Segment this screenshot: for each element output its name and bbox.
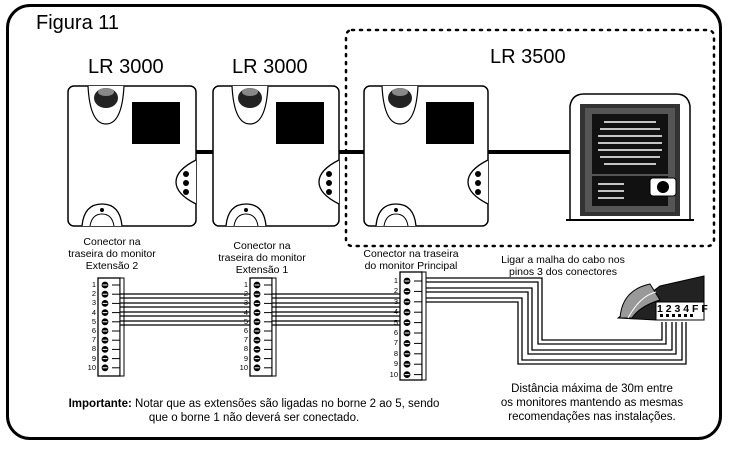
pin-number-principal: 5 xyxy=(393,317,398,327)
model-label-extension-2: LR 3000 xyxy=(88,56,164,78)
monitor-extension-1 xyxy=(212,85,340,227)
panel-kit-dotted-boundary xyxy=(344,28,716,248)
monitor-principal xyxy=(363,85,489,227)
door-panel-lr3500 xyxy=(566,93,694,221)
important-label: Importante: xyxy=(68,398,132,410)
pin-number-ext2: 9 xyxy=(91,353,96,363)
connector-label-extension-2: Conector na traseira do monitor Extensão… xyxy=(68,236,156,272)
pin-number-principal: 7 xyxy=(393,338,398,348)
pin-number-ext1: 4 xyxy=(243,307,248,317)
pin-number-ext2: 1 xyxy=(91,280,96,289)
terminal-block-extension-1 xyxy=(249,277,277,377)
distance-note: Distância máxima de 30m entre os monitor… xyxy=(500,383,684,423)
pin-number-principal: 1 xyxy=(393,276,398,285)
pin-number-ext2: 2 xyxy=(91,289,96,299)
monitor-extension-2 xyxy=(67,85,197,227)
pin-number-principal: 8 xyxy=(393,348,398,358)
connector-label-principal: Conector na traseira do monitor Principa… xyxy=(363,248,459,272)
pin-number-principal: 6 xyxy=(393,328,398,337)
pin-number-ext2: 8 xyxy=(91,344,96,354)
pin-number-ext1: 8 xyxy=(243,344,248,354)
cable-shield-note: Ligar a malha do cabo nos pinos 3 dos co… xyxy=(501,254,625,278)
pin-number-ext2: 4 xyxy=(91,307,96,317)
pin-number-ext1: 10 xyxy=(239,362,248,372)
pin-number-ext2: 3 xyxy=(91,298,96,308)
panel-plug-connector xyxy=(616,275,705,321)
figure-frame xyxy=(6,4,722,440)
pin-number-ext2: 7 xyxy=(91,335,96,345)
pin-number-ext1: 2 xyxy=(243,289,248,299)
pin-number-principal: 4 xyxy=(393,307,398,317)
pin-number-ext1: 3 xyxy=(243,298,248,308)
pin-number-ext2: 5 xyxy=(91,316,96,326)
connector-label-extension-1: Conector na traseira do monitor Extensão… xyxy=(218,240,306,276)
pin-number-principal: 3 xyxy=(393,296,398,306)
wires-to-panel xyxy=(426,277,687,365)
pin-number-principal: 2 xyxy=(393,286,398,296)
pin-number-ext1: 6 xyxy=(243,326,248,335)
pin-number-principal: 9 xyxy=(393,359,398,369)
pin-number-ext1: 5 xyxy=(243,316,248,326)
figure-title: Figura 11 xyxy=(36,12,120,34)
panel-connector-pin-label: 1 2 3 4 F F xyxy=(657,303,708,315)
wires-ext-bus xyxy=(120,293,400,326)
terminal-block-extension-2 xyxy=(97,277,125,377)
model-label-extension-1: LR 3000 xyxy=(232,56,308,78)
pin-number-ext2: 6 xyxy=(91,326,96,335)
model-label-door-panel: LR 3500 xyxy=(490,46,566,68)
pin-number-principal: 10 xyxy=(389,369,398,379)
pin-number-ext2: 10 xyxy=(87,362,96,372)
pin-number-ext1: 7 xyxy=(243,335,248,345)
pin-number-ext1: 1 xyxy=(243,280,248,289)
important-text-line1: Notar que as extensões são ligadas no bo… xyxy=(131,398,440,410)
important-note: Importante: Notar que as extensões são l… xyxy=(34,397,474,425)
pin-number-ext1: 9 xyxy=(243,353,248,363)
important-text-line2: que o borne 1 não deverá ser conectado. xyxy=(148,412,360,424)
